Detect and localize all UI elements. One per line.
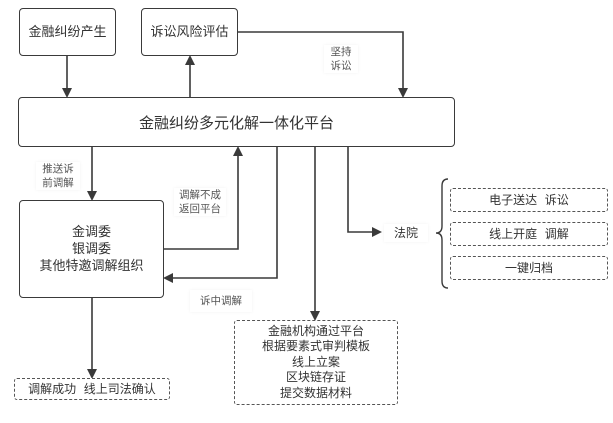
edge-label-line: 坚持 [330, 46, 352, 58]
edge-label-in-litigation-mediation: 诉中调解 [190, 290, 252, 312]
mediation-org-item: 其他特邀调解组织 [39, 258, 144, 274]
edge-label-line: 前调解 [42, 177, 74, 189]
court-function-delivery[interactable]: 电子送达 诉讼 [450, 188, 608, 212]
edge-label-line: 诉中调解 [200, 295, 242, 307]
edge-label-mediation-failed: 调解不成 返回平台 [174, 188, 226, 216]
court-function-archive[interactable]: 一键归档 [450, 256, 608, 280]
node-risk-assessment[interactable]: 诉讼风险评估 [141, 8, 238, 56]
edge-platform-to-court [347, 147, 382, 237]
edge-risk-insist-litigation [238, 31, 408, 98]
institution-step: 根据要素式审判模板 [261, 339, 370, 354]
mediation-org-item: 金调委 [71, 224, 111, 240]
court-brace [435, 178, 449, 289]
court-function-label: 一键归档 [504, 261, 553, 275]
mediation-org-item: 银调委 [71, 241, 111, 257]
edge-label-line: 调解不成 [179, 189, 221, 201]
node-mediation-success-label: 调解成功 线上司法确认 [28, 382, 156, 396]
court-function-label: 线上开庭 调解 [489, 227, 569, 241]
node-mediation-success[interactable]: 调解成功 线上司法确认 [14, 378, 170, 400]
node-dispute-arises-label: 金融纠纷产生 [28, 24, 107, 40]
institution-step: 区块链存证 [285, 370, 346, 385]
institution-step: 提交数据材料 [279, 385, 352, 400]
court-function-online-trial[interactable]: 线上开庭 调解 [450, 222, 608, 246]
institution-step: 金融机构通过平台 [267, 323, 364, 338]
edge-in-litigation-mediation [163, 147, 278, 283]
node-financial-institution[interactable]: 金融机构通过平台 根据要素式审判模板 线上立案 区块链存证 提交数据材料 [234, 320, 398, 405]
node-platform-label: 金融纠纷多元化解一体化平台 [138, 113, 334, 132]
node-risk-assessment-label: 诉讼风险评估 [150, 24, 229, 40]
node-court-label: 法院 [393, 226, 418, 240]
edge-label-line: 返回平台 [179, 203, 221, 215]
node-dispute-arises[interactable]: 金融纠纷产生 [19, 8, 116, 56]
court-function-label: 电子送达 诉讼 [489, 193, 569, 207]
edge-label-line: 诉讼 [330, 60, 352, 72]
edge-label-insist-litigation: 坚持 诉讼 [324, 45, 358, 73]
edge-label-line: 推送诉 [42, 163, 74, 175]
node-mediation-orgs[interactable]: 金调委 银调委 其他特邀调解组织 [19, 200, 164, 298]
node-platform[interactable]: 金融纠纷多元化解一体化平台 [18, 97, 455, 147]
edge-mediation-failed-return [164, 146, 243, 250]
node-court[interactable]: 法院 [384, 224, 428, 242]
institution-step: 线上立案 [291, 354, 340, 369]
edge-label-push-pre-litigation: 推送诉 前调解 [36, 162, 80, 190]
